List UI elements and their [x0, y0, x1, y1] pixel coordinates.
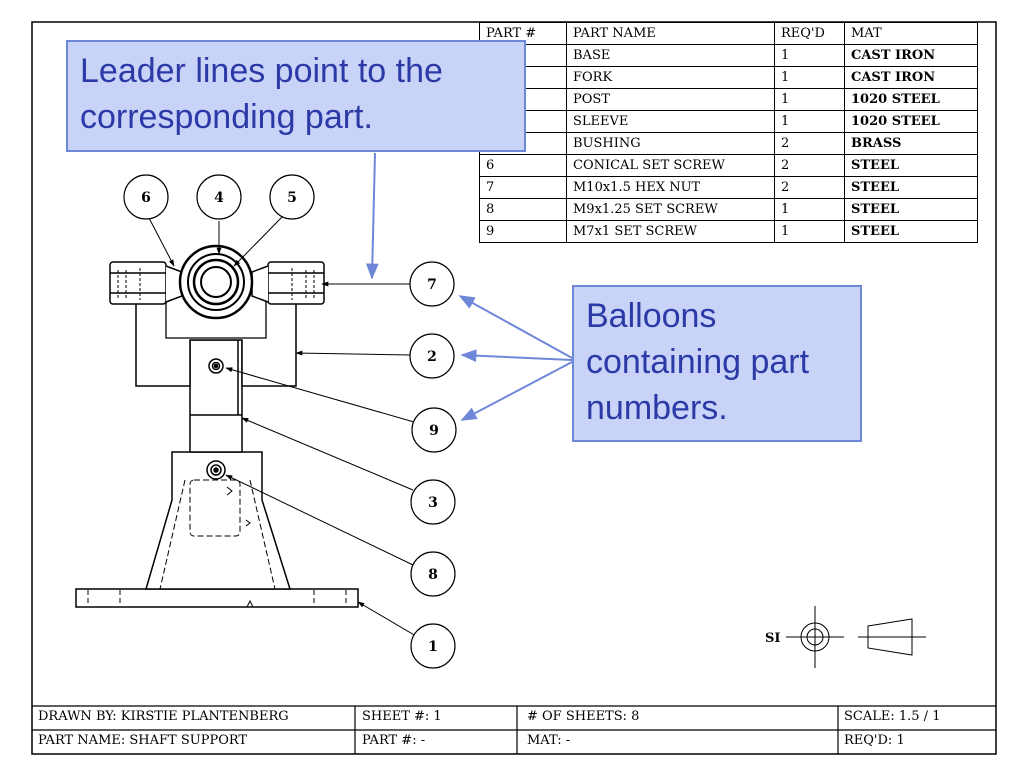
balloon-6 [123, 174, 169, 220]
bom-cell: 1 [774, 66, 845, 89]
bom-cell: 9 [479, 220, 567, 243]
conical-set-screw-right [251, 265, 269, 303]
bom-cell: STEEL [844, 220, 978, 243]
bom-cell: 1020 STEEL [844, 110, 978, 133]
projection-symbol-label: SI [765, 631, 780, 646]
bom-cell: STEEL [844, 176, 978, 199]
balloon-7-label: 7 [427, 277, 437, 293]
bom-cell: 1 [774, 110, 845, 133]
title-block-part-name: PART NAME: SHAFT SUPPORT [38, 733, 248, 748]
title-block-sheet: SHEET #: 1 [362, 709, 442, 724]
bom-cell: M9x1.25 SET SCREW [566, 198, 775, 221]
bom-cell: BASE [566, 44, 775, 67]
balloon-2 [409, 333, 455, 379]
balloon-1-label: 1 [428, 639, 438, 655]
bom-cell: STEEL [844, 198, 978, 221]
balloon-5 [269, 174, 315, 220]
leader-lines [147, 214, 417, 637]
balloons: 6 4 5 7 2 9 3 8 1 [123, 174, 457, 669]
bom-cell: 2 [774, 176, 845, 199]
base-plate [75, 588, 359, 608]
bom-cell: SLEEVE [566, 110, 775, 133]
leader-lines-callout: Leader lines point to the corresponding … [66, 40, 526, 152]
bom-header-mat: MAT [844, 22, 978, 45]
bom-cell: POST [566, 88, 775, 111]
bom-header-row: PART # PART NAME REQ'D MAT [479, 22, 978, 45]
bom-cell: M7x1 SET SCREW [566, 220, 775, 243]
balloon-4-label: 4 [214, 190, 224, 206]
balloon-5-label: 5 [287, 190, 297, 206]
bom-header-part-name: PART NAME [566, 22, 775, 45]
balloon-8 [410, 551, 456, 597]
bom-header-reqd: REQ'D [774, 22, 845, 45]
post [189, 339, 243, 453]
title-block-num-sheets: # OF SHEETS: 8 [527, 709, 640, 724]
bom-cell: 1020 STEEL [844, 88, 978, 111]
set-screw-9 [208, 358, 224, 374]
bom-cell: CAST IRON [844, 66, 978, 89]
balloon-4 [196, 174, 242, 220]
balloon-3-label: 3 [428, 495, 438, 511]
balloon-1 [410, 623, 456, 669]
bom-cell: 8 [479, 198, 567, 221]
balloon-2-label: 2 [427, 349, 437, 365]
bom-cell: STEEL [844, 154, 978, 177]
bom-cell: 1 [774, 198, 845, 221]
bom-cell: BUSHING [566, 132, 775, 155]
callout-arrows [365, 152, 573, 421]
bom-cell: 7 [479, 176, 567, 199]
bom-cell: CONICAL SET SCREW [566, 154, 775, 177]
hex-nut-right [267, 261, 325, 305]
balloon-3 [410, 479, 456, 525]
balloons-callout: Balloons containing part numbers. [572, 285, 862, 442]
title-block-reqd: REQ'D: 1 [844, 733, 905, 748]
bom-cell: 2 [774, 132, 845, 155]
post-hidden [189, 479, 241, 537]
bom-cell: 2 [774, 154, 845, 177]
projection-symbol: SI [765, 606, 926, 668]
balloon-9 [411, 407, 457, 453]
balloon-7 [409, 261, 455, 307]
title-block-grid [32, 705, 996, 754]
title-block-part-num: PART #: - [362, 733, 426, 748]
bom-cell: CAST IRON [844, 44, 978, 67]
bom-cell: FORK [566, 66, 775, 89]
bom-cell: 6 [479, 154, 567, 177]
bom-cell: 1 [774, 220, 845, 243]
bom-cell: 1 [774, 44, 845, 67]
set-screw-8 [206, 460, 226, 480]
bom-cell: 1 [774, 88, 845, 111]
balloon-9-label: 9 [429, 423, 439, 439]
title-block-scale: SCALE: 1.5 / 1 [844, 709, 941, 724]
title-block-mat: MAT: - [527, 733, 571, 748]
balloon-8-label: 8 [428, 567, 438, 583]
base-body [144, 451, 292, 590]
bom-cell: BRASS [844, 132, 978, 155]
bom-cell: M10x1.5 HEX NUT [566, 176, 775, 199]
part-geometry [75, 244, 359, 608]
title-block-drawn-by: DRAWN BY: KIRSTIE PLANTENBERG [38, 709, 289, 724]
sleeve [178, 244, 254, 320]
balloon-6-label: 6 [141, 190, 151, 206]
fork [135, 291, 297, 387]
